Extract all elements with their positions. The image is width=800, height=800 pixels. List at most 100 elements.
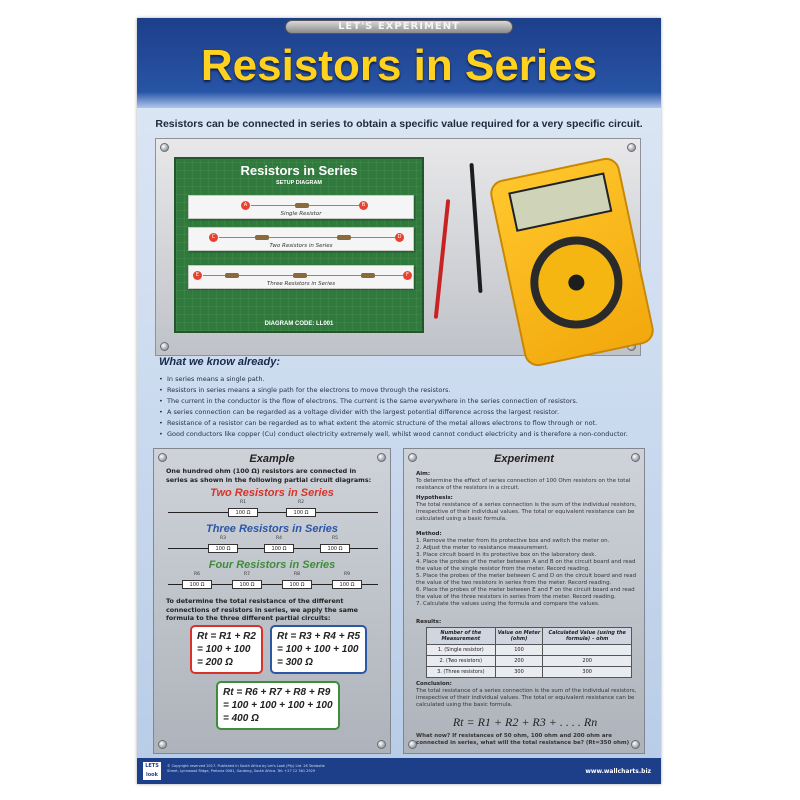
lets-look-logo: LETS look xyxy=(143,762,161,780)
resistor-label: R2 xyxy=(298,500,304,505)
website-link[interactable]: www.wallcharts.biz xyxy=(585,768,651,775)
resistor-icon xyxy=(255,235,269,240)
screw-icon xyxy=(160,342,169,351)
method-section: Method: 1. Remove the meter from its pro… xyxy=(416,531,638,608)
table-cell: 300 xyxy=(542,666,632,678)
resistor-label: R4 xyxy=(276,536,282,541)
resistor-icon xyxy=(225,273,239,278)
example-heading: Example xyxy=(249,453,295,465)
resistor-box: 100 Ω xyxy=(264,544,294,553)
screw-icon xyxy=(158,740,167,749)
formula-two: Rt = R1 + R2 = 100 + 100 = 200 Ω xyxy=(190,625,263,674)
screw-icon xyxy=(377,740,386,749)
setup-diagram: Resistors in Series SETUP DIAGRAM A B Si… xyxy=(174,157,424,333)
resistor-box: 100 Ω xyxy=(182,580,212,589)
screw-icon xyxy=(158,453,167,462)
three-resistors-heading: Three Resistors in Series xyxy=(205,523,339,535)
wire-line xyxy=(219,237,395,238)
formula-line: = 100 + 100 + 100 + 100 xyxy=(223,700,333,711)
formula-line: = 100 + 100 + 100 xyxy=(277,644,359,655)
table-header: Value on Meter (ohm) xyxy=(494,627,544,645)
method-step: 3. Place circuit board in its protective… xyxy=(416,552,597,558)
table-cell: 2. (Two resistors) xyxy=(426,655,496,667)
resistor-label: R8 xyxy=(294,572,300,577)
node-f: F xyxy=(403,271,412,280)
screw-icon xyxy=(627,143,636,152)
list-item: Resistance of a resistor can be regarded… xyxy=(159,418,649,429)
table-header: Calculated Value (using the formula) – o… xyxy=(542,627,632,645)
node-e: E xyxy=(193,271,202,280)
aim-text: To determine the effect of series connec… xyxy=(416,478,631,491)
formula-line: = 300 Ω xyxy=(277,657,313,668)
know-list: In series means a single path. Resistors… xyxy=(159,374,649,440)
general-formula: Rt = R1 + R2 + R3 + . . . . Rn xyxy=(452,715,598,729)
resistor-box: 100 Ω xyxy=(208,544,238,553)
node-a: A xyxy=(241,201,250,210)
three-resistor-strip: E F Three Resistors in Series xyxy=(188,265,414,289)
poster-title: Resistors in Series xyxy=(200,41,598,90)
screw-icon xyxy=(160,143,169,152)
method-step: 5. Place the probes of the meter between… xyxy=(416,573,637,586)
table-cell: 300 xyxy=(494,666,544,678)
aim-label: Aim: xyxy=(416,471,431,477)
method-step: 2. Adjust the meter to resistance measur… xyxy=(416,545,549,551)
formula-three: Rt = R3 + R4 + R5 = 100 + 100 + 100 = 30… xyxy=(270,625,368,674)
formula-line: = 400 Ω xyxy=(223,713,259,724)
wire-line xyxy=(168,584,378,585)
example-intro: One hundred ohm (100 Ω) resistors are co… xyxy=(166,467,372,484)
resistor-box: 100 Ω xyxy=(332,580,362,589)
conclusion-label: Conclusion: xyxy=(416,681,452,687)
results-label-text: Results: xyxy=(416,619,442,625)
experiment-heading: Experiment xyxy=(494,453,554,465)
four-resistors-heading: Four Resistors in Series xyxy=(208,559,336,571)
method-step: 4. Place the probes of the meter between… xyxy=(416,559,636,572)
resistor-icon xyxy=(295,203,309,208)
experiment-panel: Experiment Aim: To determine the effect … xyxy=(403,448,645,754)
three-resistor-circuit: R3 100 Ω R4 100 Ω R5 100 Ω xyxy=(168,536,378,555)
black-probe-icon xyxy=(469,163,483,293)
resistor-icon xyxy=(337,235,351,240)
resistor-label: R5 xyxy=(332,536,338,541)
list-item: In series means a single path. xyxy=(159,374,649,385)
aim-section: Aim: To determine the effect of series c… xyxy=(416,471,638,492)
formula-four: Rt = R6 + R7 + R8 + R9 = 100 + 100 + 100… xyxy=(216,681,340,730)
method-step: 7. Calculate the values using the formul… xyxy=(416,601,600,607)
strip-caption: Three Resistors in Series xyxy=(266,281,336,287)
header-band: LET'S EXPERIMENT Resistors in Series xyxy=(137,18,661,108)
list-item: Resistors in series means a single path … xyxy=(159,385,649,396)
screw-icon xyxy=(408,740,417,749)
footer: LETS look © Copyright reserved 2017. Pub… xyxy=(137,758,661,784)
poster: LET'S EXPERIMENT Resistors in Series Res… xyxy=(137,18,661,784)
meter-knob xyxy=(566,273,586,293)
resistor-box: 100 Ω xyxy=(320,544,350,553)
resistor-box: 100 Ω xyxy=(232,580,262,589)
resistor-icon xyxy=(361,273,375,278)
screw-icon xyxy=(631,740,640,749)
list-item: A series connection can be regarded as a… xyxy=(159,407,649,418)
meter-display xyxy=(508,172,613,232)
single-resistor-strip: A B Single Resistor xyxy=(188,195,414,219)
table-cell: 200 xyxy=(494,655,544,667)
resistor-label: R3 xyxy=(220,536,226,541)
what-now-question: What now? If resistances of 50 ohm, 100 … xyxy=(416,733,630,746)
intro-text: Resistors can be connected in series to … xyxy=(155,118,643,130)
screw-icon xyxy=(408,453,417,462)
resistor-box: 100 Ω xyxy=(282,580,312,589)
example-panel: Example One hundred ohm (100 Ω) resistor… xyxy=(153,448,391,754)
diagram-code: DIAGRAM CODE: LL001 xyxy=(264,321,334,327)
screw-icon xyxy=(631,453,640,462)
formula-line: = 200 Ω xyxy=(197,657,233,668)
four-resistor-circuit: R6 100 Ω R7 100 Ω R8 100 Ω R9 100 Ω xyxy=(168,572,378,591)
formula-line: Rt = R6 + R7 + R8 + R9 xyxy=(223,687,331,698)
table-header-row: Number of the Measurement Value on Meter… xyxy=(426,627,632,645)
table-row: 1. (Single resistor) 100 xyxy=(426,644,632,656)
table-cell: 1. (Single resistor) xyxy=(426,644,496,656)
strip-caption: Single Resistor xyxy=(280,211,322,217)
resistor-box: 100 Ω xyxy=(228,508,258,517)
formula-line: = 100 + 100 xyxy=(197,644,251,655)
know-heading: What we know already: xyxy=(159,356,281,368)
resistor-icon xyxy=(293,273,307,278)
results-table: Number of the Measurement Value on Meter… xyxy=(426,627,632,678)
wire-line xyxy=(168,512,378,513)
two-resistor-circuit: R1 100 Ω R2 100 Ω xyxy=(168,500,378,519)
